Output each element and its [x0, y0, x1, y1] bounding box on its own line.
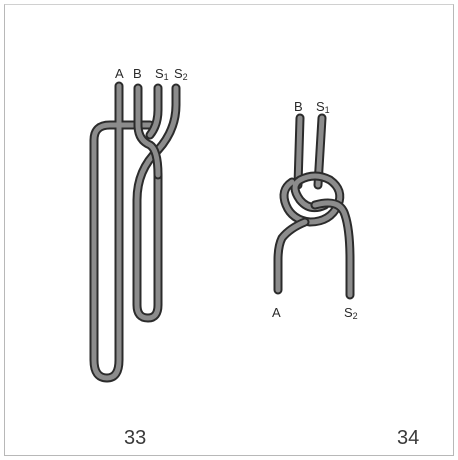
label-s2-33: S2 [174, 67, 188, 82]
figure-34-diagram [278, 118, 350, 295]
figure-number-33: 33 [124, 428, 146, 448]
figure-number-34: 34 [397, 428, 419, 448]
label-s1-34: S1 [316, 100, 330, 115]
label-s2-34: S2 [344, 306, 358, 321]
label-b-34: B [294, 100, 303, 113]
label-a-34: A [272, 306, 281, 319]
label-s1-33: S1 [155, 67, 169, 82]
figure-33-diagram [94, 86, 176, 378]
label-a-33: A [115, 67, 124, 80]
label-b-33: B [133, 67, 142, 80]
